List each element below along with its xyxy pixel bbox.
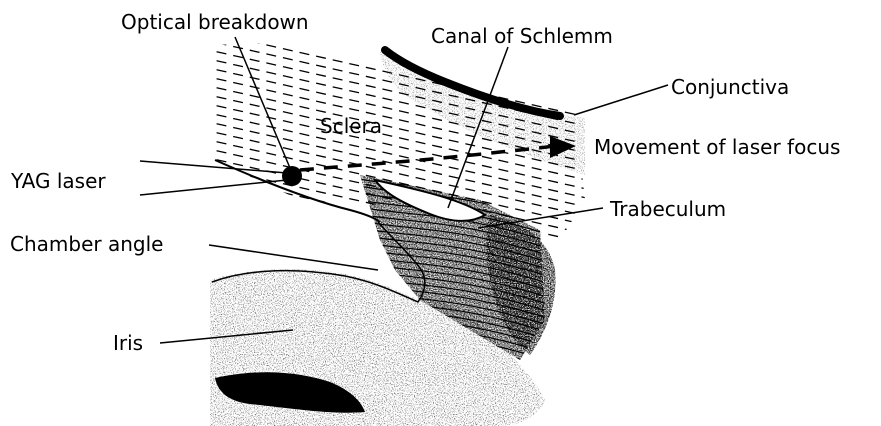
label-optical-breakdown: Optical breakdown [121, 10, 309, 34]
laser-focus-path [300, 146, 555, 170]
label-conjunctiva: Conjunctiva [671, 75, 789, 99]
optical-breakdown-dot [282, 166, 302, 186]
label-canal-of-schlemm: Canal of Schlemm [431, 24, 613, 48]
label-trabeculum: Trabeculum [609, 197, 726, 221]
leader-conjunctiva [574, 85, 668, 115]
label-movement-of-laser-focus: Movement of laser focus [594, 135, 840, 159]
label-sclera: Sclera [320, 114, 382, 138]
leader-yag-laser-2 [140, 180, 287, 195]
leader-yag-laser-1 [140, 161, 287, 173]
leader-optical-breakdown [235, 37, 290, 168]
label-yag-laser: YAG laser [10, 169, 106, 193]
label-chamber-angle: Chamber angle [10, 232, 163, 256]
label-iris: Iris [113, 331, 143, 355]
leader-chamber-angle [209, 245, 378, 270]
